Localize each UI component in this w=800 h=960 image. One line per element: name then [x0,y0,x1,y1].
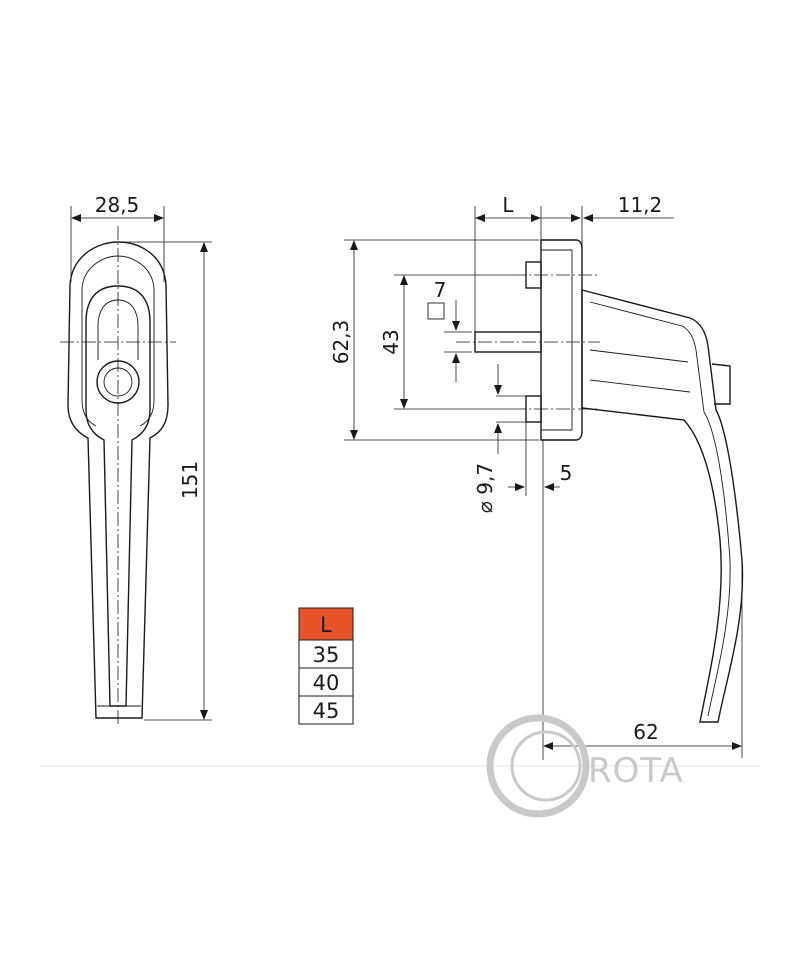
logo-ring-inner-icon [510,730,582,802]
front-handle-outline [67,241,169,719]
front-view [60,226,176,726]
table-row [298,639,354,669]
dim-spindle-square-label: 7 [434,278,447,302]
dim-handle-projection: 62 [543,560,743,758]
table-cell: 40 [313,671,340,695]
dim-screw-length-label: 5 [560,461,573,485]
dim-front-height: 151 [120,241,212,721]
table-header-cell [298,607,354,641]
table-row [298,667,354,697]
dim-screw-spacing-label: 43 [379,329,403,354]
table-cell: 45 [313,699,340,723]
front-grip-inner [97,299,139,360]
dim-side-L-label: L [502,193,514,217]
dim-front-width: 28,5 [70,193,165,282]
dim-rose-height-label: 62,3 [329,320,353,365]
dim-front-width-label: 28,5 [95,193,140,217]
dim-handle-projection-label: 62 [633,720,658,744]
side-handle-inner [589,301,731,717]
dim-screw-length: 5 [508,422,572,496]
table-row [298,695,354,725]
rota-logo-watermark: ROTA [40,714,760,818]
dim-front-height-label: 151 [178,461,202,499]
table-cell: 35 [313,643,340,667]
dim-screw-diameter-label: ⌀ 9,7 [473,463,497,513]
square-symbol [427,302,445,320]
side-handle-lever [581,289,744,723]
table-header-label: L [320,613,332,637]
side-view [456,239,744,760]
dim-screw-spacing: 43 [379,274,512,410]
dim-side-L: L [474,193,542,332]
dim-screw-diameter: ⌀ 9,7 [473,364,526,513]
logo-text: ROTA [588,751,684,791]
dim-side-offset-label: 11,2 [618,193,663,217]
length-table: L 35 40 45 [298,607,354,725]
lock-button [711,363,731,405]
side-rose-plate [540,239,583,441]
dim-spindle-square: 7 [427,278,472,382]
dim-side-offset: 11,2 [541,193,674,290]
front-rose-inner [81,255,155,427]
logo-ring-icon [486,714,590,818]
dim-rose-height: 62,3 [329,239,539,441]
